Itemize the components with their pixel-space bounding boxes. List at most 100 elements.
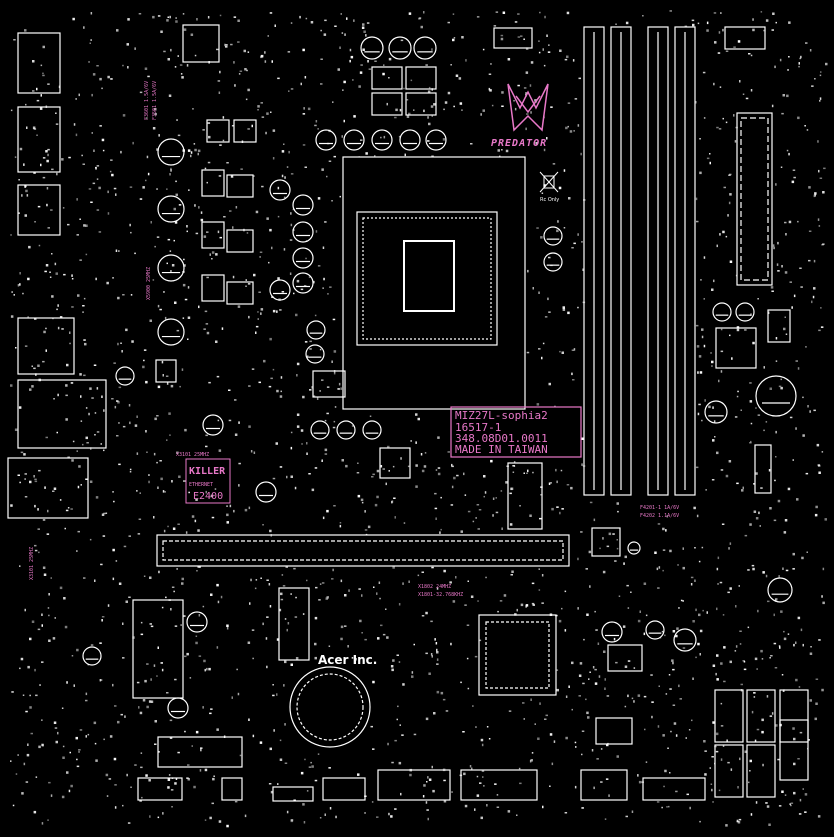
smd-pad	[92, 73, 96, 76]
smd-pad	[245, 98, 248, 101]
smd-pad	[240, 168, 243, 170]
smd-pad	[774, 667, 778, 669]
smd-pad	[464, 604, 467, 606]
smd-pad	[166, 382, 169, 385]
smd-pad	[697, 22, 700, 25]
smd-pad	[160, 662, 163, 664]
smd-pad	[112, 577, 115, 581]
smd-pad	[510, 487, 514, 490]
smd-pad	[712, 801, 714, 803]
smd-pad	[42, 566, 46, 569]
smd-pad	[54, 617, 56, 619]
capacitor	[292, 194, 314, 216]
smd-pad	[739, 757, 741, 761]
smd-pad	[792, 727, 795, 730]
smd-pad	[266, 579, 269, 581]
smd-pad	[254, 587, 257, 590]
smd-pad	[469, 765, 472, 768]
smd-pad	[177, 751, 180, 754]
smd-pad	[817, 218, 820, 221]
smd-pad	[512, 465, 515, 467]
smd-pad	[626, 584, 629, 587]
smd-pad	[317, 265, 321, 267]
smd-pad	[577, 124, 580, 127]
smd-pad	[388, 57, 392, 61]
smd-pad	[317, 753, 320, 755]
smd-pad	[286, 475, 288, 479]
cpu-fan-header	[182, 24, 220, 63]
smd-pad	[259, 256, 261, 258]
smd-pad	[301, 443, 303, 445]
smd-pad	[669, 772, 671, 774]
smd-pad	[10, 384, 13, 387]
smd-pad	[625, 815, 628, 818]
smd-pad	[594, 610, 596, 613]
smd-pad	[418, 18, 421, 20]
smd-pad	[294, 616, 298, 618]
smd-pad	[271, 246, 273, 250]
smd-pad	[400, 39, 404, 42]
smd-pad	[268, 783, 272, 785]
smd-pad	[19, 481, 21, 484]
smd-pad	[45, 436, 48, 439]
smd-pad	[22, 292, 24, 295]
smd-pad	[36, 99, 40, 102]
smd-pad	[813, 409, 816, 412]
smd-pad	[415, 485, 418, 488]
smd-pad	[465, 59, 467, 62]
smd-pad	[525, 127, 527, 131]
smd-pad	[157, 304, 160, 308]
smd-pad	[616, 547, 619, 550]
smd-pad	[22, 694, 25, 696]
smd-pad	[67, 223, 70, 226]
smd-pad	[456, 474, 459, 477]
smd-pad	[690, 583, 693, 586]
smd-pad	[45, 349, 47, 352]
smd-pad	[118, 386, 122, 389]
smd-pad	[538, 589, 541, 591]
smd-pad	[765, 19, 769, 22]
cpu-socket-outer	[342, 156, 526, 410]
smd-pad	[394, 516, 396, 519]
smd-pad	[312, 395, 316, 397]
smd-pad	[716, 126, 719, 129]
smd-pad	[130, 786, 132, 788]
smd-pad	[306, 452, 308, 455]
front-panel-header-1	[137, 777, 183, 801]
smd-pad	[599, 547, 601, 550]
smd-pad	[195, 641, 198, 645]
smd-pad	[304, 758, 306, 761]
smd-pad	[62, 756, 65, 759]
smd-pad	[184, 655, 187, 658]
smd-pad	[349, 48, 352, 52]
smd-pad	[36, 87, 38, 91]
smd-pad	[77, 485, 80, 489]
smd-pad	[714, 41, 717, 44]
smd-pad	[771, 290, 774, 292]
smd-pad	[192, 108, 194, 110]
fuse-label-right-1: F4201-1 1A/6V	[640, 505, 679, 511]
smd-pad	[71, 278, 74, 280]
smd-pad	[321, 460, 323, 462]
smd-pad	[96, 431, 100, 433]
smd-pad	[534, 99, 537, 102]
smd-pad	[140, 766, 143, 769]
smd-pad	[775, 360, 778, 362]
smd-pad	[296, 374, 298, 377]
smd-pad	[637, 774, 639, 777]
smd-pad	[720, 702, 723, 705]
smd-pad	[226, 624, 229, 627]
smd-pad	[51, 295, 54, 298]
smd-pad	[202, 129, 205, 131]
smd-pad	[105, 773, 109, 777]
smd-pad	[55, 112, 57, 114]
smd-pad	[720, 662, 723, 665]
smd-pad	[259, 741, 263, 744]
smd-pad	[223, 216, 226, 218]
smd-pad	[186, 64, 189, 67]
smd-pad	[394, 116, 397, 119]
cmos-battery	[289, 666, 371, 748]
capacitor	[336, 420, 356, 440]
smd-pad	[792, 459, 794, 461]
smd-pad	[753, 483, 755, 485]
